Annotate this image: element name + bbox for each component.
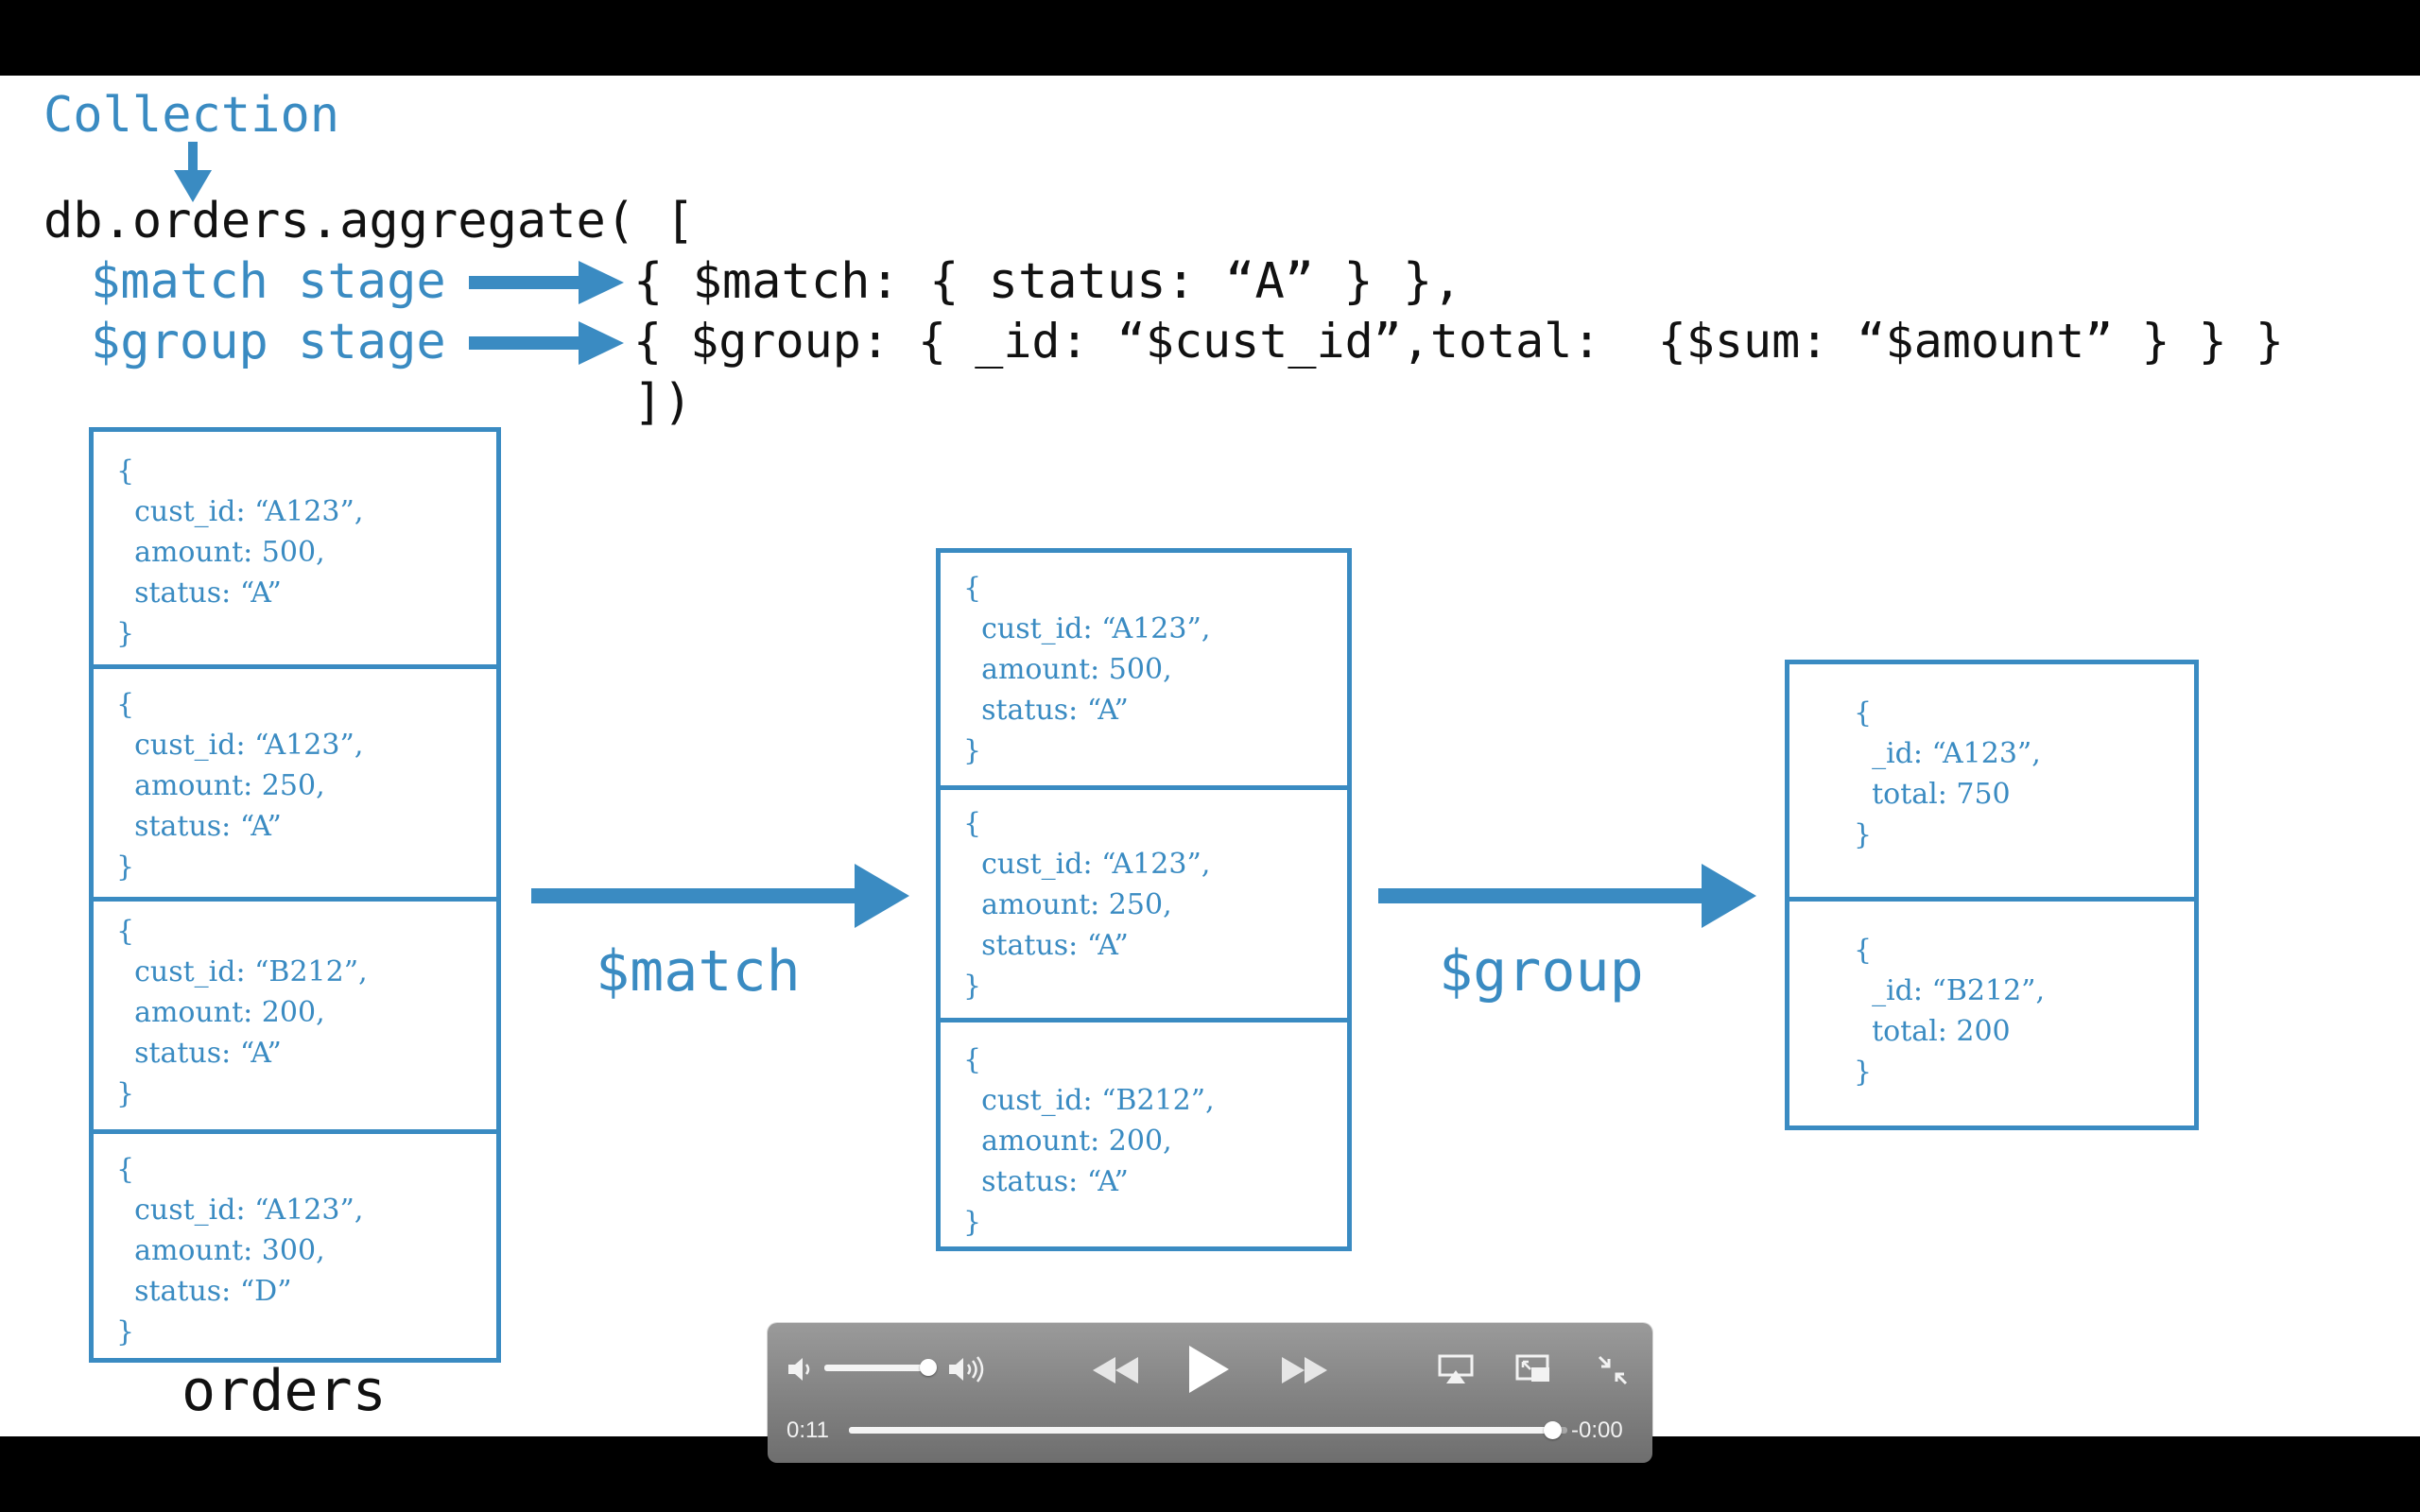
orders-document: { cust_id: “A123”, amount: 250, status: …: [94, 664, 496, 897]
group-stage-label: $group stage: [91, 314, 446, 370]
grouped-documents: { _id: “A123”, total: 750 } { _id: “B212…: [1785, 660, 2199, 1130]
orders-document-text: { cust_id: “A123”, amount: 250, status: …: [116, 688, 364, 884]
grouped-document: { _id: “A123”, total: 750 }: [1789, 664, 2194, 897]
collection-label: Collection: [43, 87, 340, 144]
matched-document: { cust_id: “B212”, amount: 200, status: …: [941, 1018, 1347, 1256]
match-arrow-icon: [531, 864, 909, 928]
grouped-document: { _id: “B212”, total: 200 }: [1789, 897, 2194, 1135]
match-stage-code: { $match: { status: “A” } },: [633, 253, 1462, 310]
grouped-document-text: { _id: “B212”, total: 200 }: [1854, 934, 2046, 1089]
orders-label: orders: [182, 1358, 387, 1424]
remaining-time: -0:00: [1571, 1418, 1623, 1443]
picture-in-picture-icon[interactable]: [1514, 1353, 1552, 1385]
matched-document-text: { cust_id: “A123”, amount: 250, status: …: [963, 807, 1211, 1003]
volume-level: [824, 1365, 928, 1371]
group-arrow-label: $group: [1439, 938, 1644, 1005]
grouped-document-text: { _id: “A123”, total: 750 }: [1854, 696, 2041, 851]
match-stage-label: $match stage: [91, 253, 446, 310]
matched-documents: { cust_id: “A123”, amount: 500, status: …: [936, 548, 1352, 1251]
progress-fill: [849, 1427, 1553, 1434]
orders-document-text: { cust_id: “B212”, amount: 200, status: …: [116, 915, 368, 1110]
slide: Collection db.orders.aggregate( [ $match…: [0, 76, 2420, 1436]
code-aggregate-close: ]): [633, 374, 693, 431]
group-arrow-icon: [1378, 864, 1756, 928]
volume-low-icon[interactable]: [786, 1355, 813, 1383]
group-stage-code: { $group: { _id: “$cust_id”,total: {$sum…: [633, 314, 2284, 369]
matched-document: { cust_id: “A123”, amount: 250, status: …: [941, 785, 1347, 1018]
orders-document-text: { cust_id: “A123”, amount: 500, status: …: [116, 455, 364, 650]
orders-document: { cust_id: “B212”, amount: 200, status: …: [94, 897, 496, 1129]
match-arrow-label: $match: [596, 938, 801, 1005]
fast-forward-icon[interactable]: [1278, 1351, 1331, 1389]
match-stage-arrow-icon: [469, 261, 624, 304]
progress-knob[interactable]: [1544, 1421, 1562, 1439]
group-stage-arrow-icon: [469, 321, 624, 365]
code-aggregate-open: db.orders.aggregate( [: [43, 193, 695, 249]
volume-knob[interactable]: [920, 1359, 937, 1376]
airplay-icon[interactable]: [1437, 1353, 1475, 1385]
matched-document: { cust_id: “A123”, amount: 500, status: …: [941, 553, 1347, 785]
exit-fullscreen-icon[interactable]: [1596, 1353, 1630, 1387]
matched-document-text: { cust_id: “B212”, amount: 200, status: …: [963, 1043, 1215, 1239]
matched-document-text: { cust_id: “A123”, amount: 500, status: …: [963, 572, 1211, 767]
play-icon[interactable]: [1184, 1342, 1233, 1397]
video-controls: 0:11 -0:00: [768, 1323, 1652, 1463]
orders-document: { cust_id: “A123”, amount: 300, status: …: [94, 1129, 496, 1358]
collection-arrow-icon: [174, 142, 212, 202]
elapsed-time: 0:11: [786, 1418, 829, 1443]
orders-document-text: { cust_id: “A123”, amount: 300, status: …: [116, 1153, 364, 1349]
volume-high-icon[interactable]: [947, 1353, 991, 1385]
rewind-icon[interactable]: [1089, 1351, 1142, 1389]
orders-collection: { cust_id: “A123”, amount: 500, status: …: [89, 427, 501, 1363]
orders-document: { cust_id: “A123”, amount: 500, status: …: [94, 432, 496, 664]
